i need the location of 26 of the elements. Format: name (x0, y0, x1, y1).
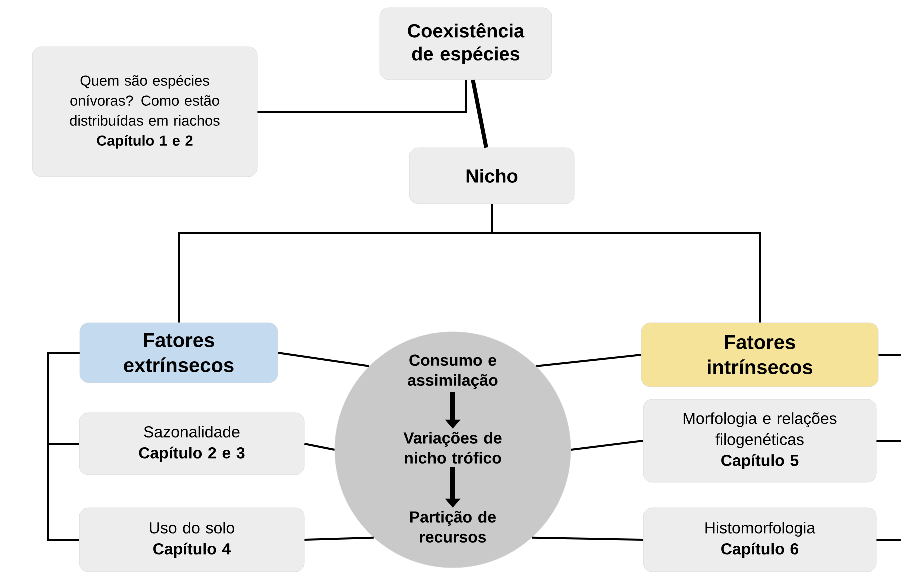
connector-line (532, 536, 644, 541)
process-text: Variações de nicho trófico (404, 432, 502, 464)
connector-line (258, 80, 467, 113)
title-box: Coexistência de espécies (380, 8, 552, 80)
process-text: Consumo e assimilação (408, 354, 498, 390)
category-box: Fatores extrínsecos (80, 322, 278, 384)
connector-line (571, 440, 644, 451)
connector-line (536, 354, 642, 368)
center-circle (334, 332, 572, 568)
process-text: Partição de recursos (410, 511, 496, 543)
connector-line (491, 204, 761, 323)
connector-line (304, 443, 335, 451)
connector-line (304, 536, 374, 541)
connector-line (876, 539, 901, 541)
topic-box: Sazonalidade Capítulo 2 e 3 (79, 412, 305, 476)
connector-line (471, 80, 488, 148)
topic-box: Morfologia e relações filogenéticas Capítulo 5 (643, 399, 877, 483)
connector-line (878, 354, 901, 356)
connector-line (278, 352, 370, 368)
note-box: Quem são espécies onívoras? Como estão distribuídas em riachos Capítulo 1 e 2 (32, 46, 258, 178)
category-box: Fatores intrínsecos (641, 322, 879, 388)
title-box: Nicho (409, 148, 575, 204)
connector-line (47, 352, 80, 541)
connector-line (876, 440, 901, 442)
topic-box: Uso do solo Capítulo 4 (79, 508, 305, 572)
topic-box: Histomorfologia Capítulo 6 (643, 508, 877, 572)
